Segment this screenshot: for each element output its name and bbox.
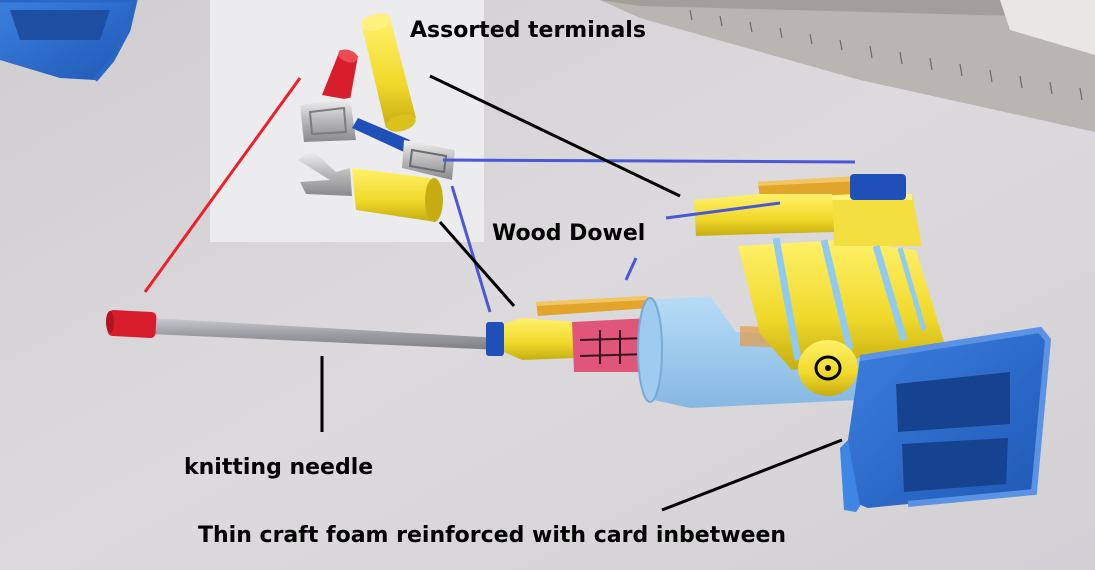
label-craft-foam: Thin craft foam reinforced with card inb… xyxy=(198,523,787,548)
upper-yellow-terminal xyxy=(694,194,834,236)
label-assorted-terminals: Assorted terminals xyxy=(410,18,646,43)
black-pointer-line-terminals xyxy=(429,74,681,198)
red-pointer-line xyxy=(143,77,302,293)
label-knitting-needle: knitting needle xyxy=(184,455,374,480)
needle-yellow-terminal xyxy=(504,318,575,360)
blue-pointer-line-1 xyxy=(442,158,856,164)
wood-dowel-upper xyxy=(758,176,860,198)
yellow-butt-connector xyxy=(361,13,416,132)
blue-pointer-line-2 xyxy=(450,185,492,313)
yellow-knob xyxy=(798,340,858,396)
blue-foam-shield xyxy=(840,326,1052,512)
black-pointer-line-foam xyxy=(661,438,843,512)
blue-foam-corner xyxy=(0,0,138,82)
blue-terminal xyxy=(352,118,455,180)
needle-blue-terminal xyxy=(486,322,504,356)
label-wood-dowel: Wood Dowel xyxy=(492,221,646,246)
blue-pointer-line-3 xyxy=(665,201,781,220)
blue-pointer-line-4 xyxy=(624,257,638,281)
black-pointer-line-terminal-2 xyxy=(438,221,516,307)
upper-blue-terminal xyxy=(850,174,906,200)
ruler xyxy=(600,0,1095,132)
wood-dowel-lower xyxy=(536,296,650,316)
knitting-needle xyxy=(106,310,500,350)
red-spade-terminal xyxy=(300,49,358,142)
yellow-fork-terminal xyxy=(298,150,443,222)
